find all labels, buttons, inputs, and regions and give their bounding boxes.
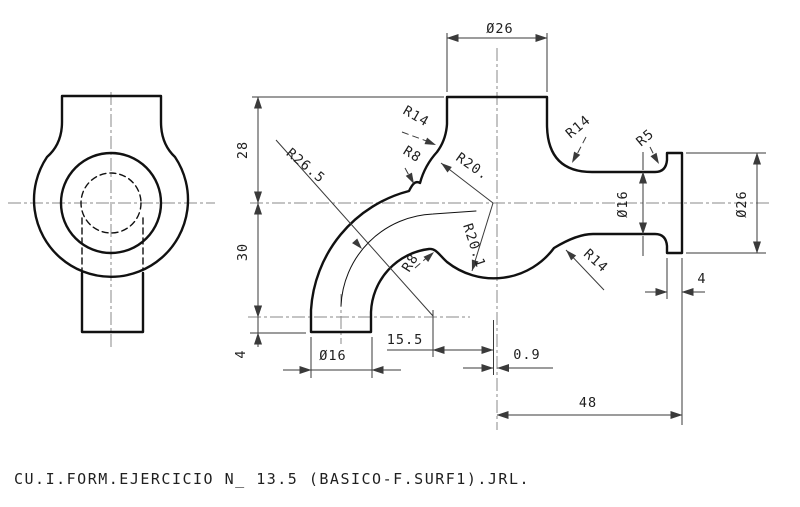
dim-label-flange-diameter: Ø26	[734, 190, 750, 217]
radius-label-r14-top-left: R14	[400, 103, 432, 131]
dim-label-28: 28	[235, 141, 251, 159]
side-view	[309, 95, 684, 334]
dim-label-4-flange: 4	[697, 271, 706, 287]
side-view-body-outline	[309, 95, 684, 334]
leader-r26-5	[275, 139, 434, 317]
leader-arrow-r5	[650, 152, 659, 164]
front-view-hidden-bore-circle	[80, 172, 142, 234]
dim-label-4-left: 4	[233, 349, 249, 358]
leader-arrow-r14-bottom-right	[566, 250, 577, 261]
leader-arrow-r26-5	[352, 238, 362, 249]
leader-arrow-r20-1	[471, 259, 479, 271]
leader-r20-1	[471, 202, 494, 272]
radius-label-r5: R5	[633, 126, 657, 150]
front-view-stem-outline	[80, 271, 145, 334]
leader-arrow-r8-top-left	[405, 172, 414, 184]
radius-label-r26-5: R26.5	[283, 145, 328, 187]
radius-label-r14-bottom-right: R14	[580, 246, 611, 276]
leader-arrow-r14-top-right	[572, 151, 581, 163]
radius-label-r20-1: R20.1	[459, 222, 488, 270]
front-view	[32, 94, 190, 334]
leader-r14-top-right	[573, 136, 587, 161]
drawing-title: CU.I.FORM.EJERCICIO N_ 13.5 (BASICO-F.SU…	[14, 470, 530, 488]
leader-arrow-r20	[441, 163, 452, 173]
radius-label-r8-top-left: R8	[400, 143, 424, 166]
dim-label-48: 48	[579, 395, 597, 411]
dimension-lines-layer	[250, 33, 766, 425]
dim-label-spout-diameter: Ø16	[615, 190, 631, 217]
dim-label-15-5: 15.5	[387, 332, 424, 348]
leader-arrow-r8-bottom-left	[423, 252, 434, 262]
front-view-cylinder-circle	[59, 151, 163, 255]
bend-pipe-centerline-arc	[340, 210, 477, 307]
dim-label-top-diameter: Ø26	[486, 21, 513, 37]
dim-label-outlet-diameter: Ø16	[319, 348, 346, 364]
radius-label-r14-top-right: R14	[563, 112, 594, 142]
leader-arrow-r14-top-left	[424, 137, 436, 145]
front-view-body-outline	[32, 94, 190, 279]
radius-label-r8-bottom-left: R8	[399, 251, 422, 275]
centerlines-layer	[8, 48, 770, 430]
dim-label-0-9: 0.9	[513, 347, 540, 363]
radius-label-r20: R20.	[453, 150, 492, 184]
dim-label-30: 30	[235, 243, 251, 261]
